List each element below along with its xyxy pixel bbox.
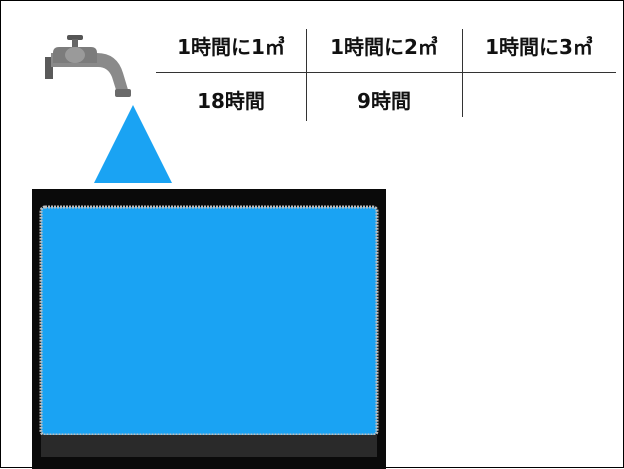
- table-divider-vertical: [306, 29, 307, 121]
- rate-time-table: 1時間に1㎥ 1時間に2㎥ 1時間に3㎥ 18時間 9時間: [156, 29, 616, 124]
- faucet-icon: [45, 35, 131, 97]
- header-rate-2: 1時間に2㎥: [330, 35, 438, 59]
- time-rate-1: 18時間: [197, 89, 265, 113]
- table-divider-horizontal: [156, 72, 616, 73]
- header-rate-3: 1時間に3㎥: [485, 35, 593, 59]
- water-tank: [32, 189, 386, 469]
- table-divider-vertical: [462, 29, 463, 117]
- header-rate-1: 1時間に1㎥: [177, 35, 285, 59]
- water-stream: [94, 105, 172, 183]
- time-rate-2: 9時間: [357, 89, 411, 113]
